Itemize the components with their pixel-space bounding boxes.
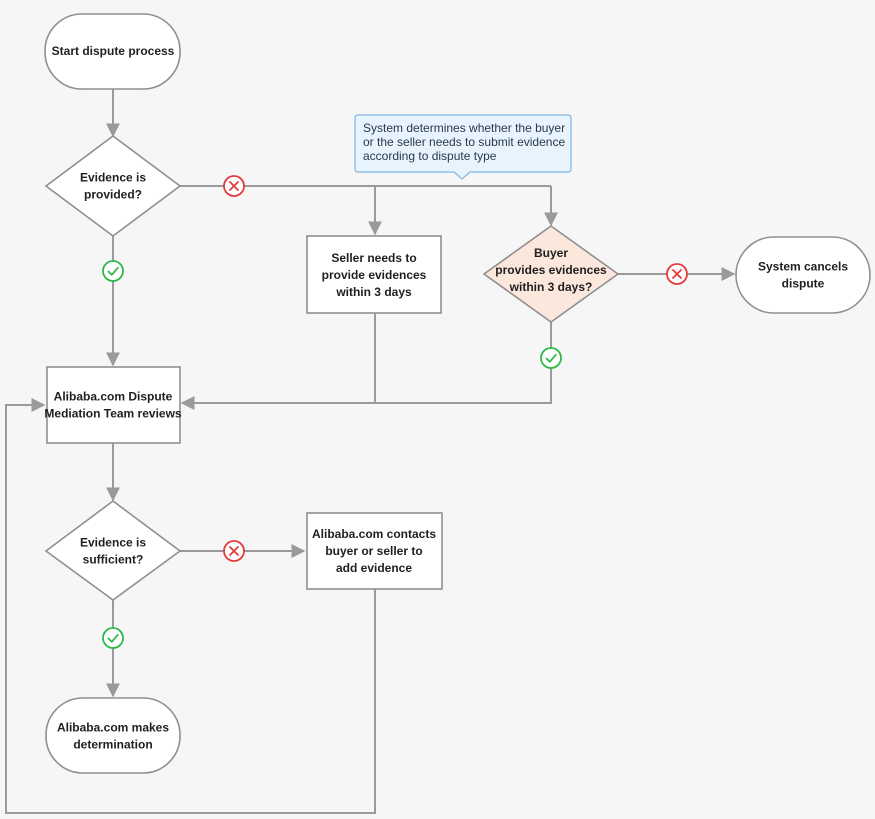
node-label-line: buyer or seller to [325, 544, 422, 558]
edge-contact-loop-back-to-review [5, 398, 376, 814]
determination-node [45, 697, 181, 774]
note-text-line: or the seller needs to submit evidence [363, 135, 565, 149]
node-label-line: within 3 days? [509, 280, 593, 294]
contact-node-label: Alibaba.com contacts buyer or seller to ad… [312, 527, 436, 575]
node-label-line: add evidence [336, 561, 412, 575]
decision-evidence-sufficient [44, 500, 182, 601]
decision-evidence-provided [44, 135, 182, 237]
start-node-label: Start dispute process [52, 44, 175, 58]
note-text-line: according to dispute type [363, 149, 497, 163]
node-label-line: Seller needs to [331, 251, 416, 265]
x-circle-icon [223, 175, 245, 197]
check-circle-icon [102, 627, 124, 649]
edge-buyer-yes-to-review [180, 322, 552, 410]
node-label-line: System cancels [758, 260, 848, 274]
node-label-line: within 3 days [335, 285, 412, 299]
seller-task-node [306, 235, 442, 314]
start-node [44, 13, 181, 90]
decision-buyer-provides-label: Buyer provides evidences within 3 days? [495, 246, 607, 294]
cancel-node [735, 236, 871, 314]
node-label-line: Alibaba.com contacts [312, 527, 436, 541]
contact-node [306, 512, 443, 590]
x-circle-icon [223, 540, 245, 562]
node-label-line: Alibaba.com Dispute [54, 390, 173, 404]
note-bubble [354, 114, 572, 180]
node-label-line: Evidence is [80, 171, 146, 185]
icons [102, 175, 688, 649]
node-label-line: provide evidences [322, 268, 427, 282]
decision-buyer-provides [482, 225, 620, 323]
node-label-line: provided? [84, 188, 142, 202]
determination-node-label: Alibaba.com makes determination [57, 721, 169, 752]
nodes: Start dispute process Evidence is provide… [44, 13, 871, 774]
node-label-line: Evidence is [80, 536, 146, 550]
check-circle-icon [102, 260, 124, 282]
node-label-line: Buyer [534, 246, 568, 260]
check-circle-icon [540, 347, 562, 369]
cancel-node-label: System cancels dispute [758, 260, 848, 291]
note-text-line: System determines whether the buyer [363, 121, 565, 135]
x-circle-icon [666, 263, 688, 285]
node-label-line: sufficient? [83, 553, 144, 567]
decision-evidence-sufficient-label: Evidence is sufficient? [80, 536, 146, 567]
node-label-line: dispute [782, 277, 825, 291]
node-label-line: Mediation Team reviews [44, 407, 181, 421]
decision-evidence-provided-label: Evidence is provided? [80, 171, 146, 202]
node-label-line: Start dispute process [52, 44, 175, 58]
node-label-line: provides evidences [495, 263, 607, 277]
node-label-line: determination [73, 738, 152, 752]
node-label-line: Alibaba.com makes [57, 721, 169, 735]
seller-task-label: Seller needs to provide evidences within 3… [322, 251, 427, 299]
review-node [46, 366, 181, 444]
